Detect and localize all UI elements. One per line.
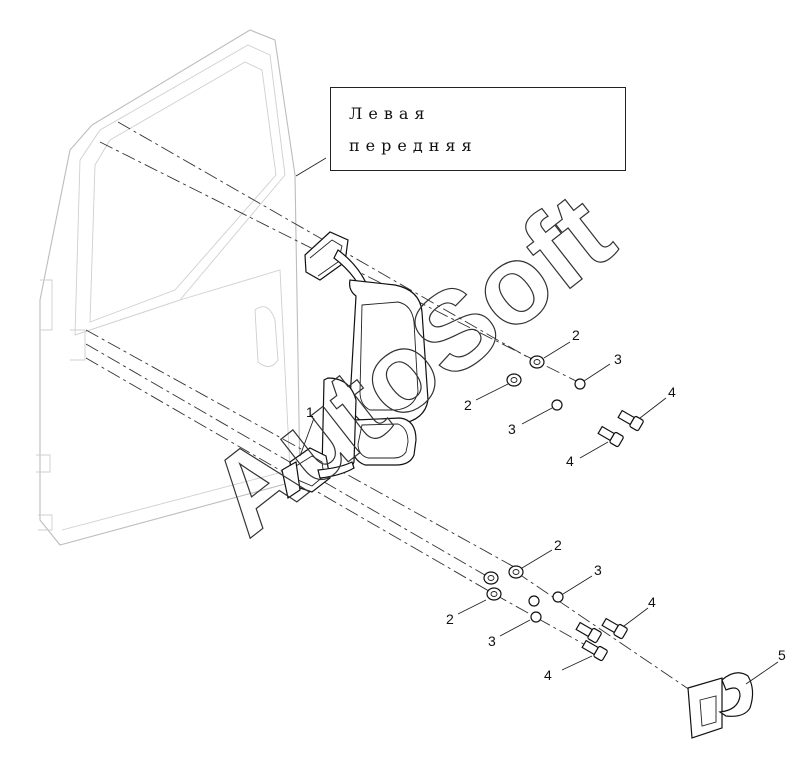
part-labels: 1 2 2 3 3 4 4 2 2 3 3 4 4 5 bbox=[306, 327, 786, 683]
cover-part bbox=[687, 672, 754, 739]
label-part-1: 1 bbox=[306, 404, 314, 420]
label-part-4: 4 bbox=[668, 384, 676, 400]
label-part-3: 3 bbox=[614, 351, 622, 367]
leader-lines bbox=[457, 341, 779, 685]
label-part-3: 3 bbox=[594, 562, 602, 578]
lock-washers bbox=[528, 378, 586, 623]
label-part-5: 5 bbox=[778, 647, 786, 663]
callout-box: Левая передняя bbox=[330, 87, 626, 171]
bolts bbox=[575, 409, 644, 662]
washers bbox=[483, 355, 545, 601]
label-part-2: 2 bbox=[464, 397, 472, 413]
label-part-3: 3 bbox=[488, 633, 496, 649]
callout-line-2: передняя bbox=[349, 136, 478, 155]
mirror-assembly bbox=[281, 231, 429, 499]
watermark: AutoSoft bbox=[186, 169, 635, 559]
label-part-4: 4 bbox=[648, 594, 656, 610]
label-part-3: 3 bbox=[508, 421, 516, 437]
label-part-2: 2 bbox=[446, 611, 454, 627]
door-outline bbox=[36, 29, 301, 546]
callout-line-1: Левая bbox=[349, 104, 431, 123]
label-part-4: 4 bbox=[544, 667, 552, 683]
label-part-2: 2 bbox=[572, 327, 580, 343]
label-part-4: 4 bbox=[566, 453, 574, 469]
label-part-2: 2 bbox=[554, 537, 562, 553]
